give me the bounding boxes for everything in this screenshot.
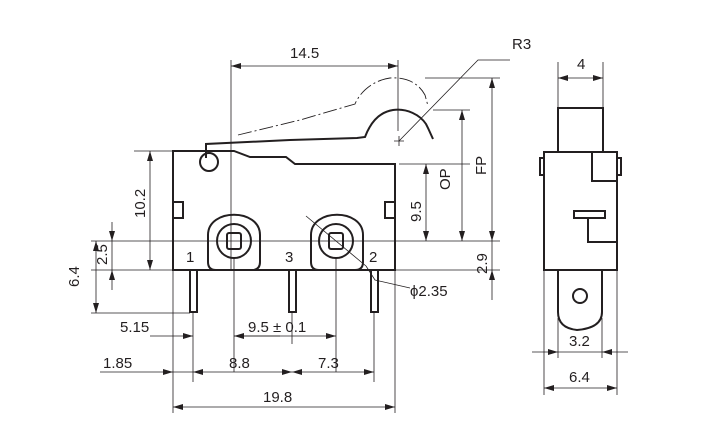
dim-2-9-label: 2.9: [474, 253, 491, 274]
dim-2-5-label: 2.5: [94, 244, 111, 265]
dimension-lines: [93, 63, 495, 410]
r3-leader: [398, 59, 510, 142]
dim-6-4-left-label: 6.4: [66, 266, 83, 287]
dim-6-4-side-label: 6.4: [569, 369, 590, 386]
dim-8-8-label: 8.8: [229, 355, 250, 372]
dim-9-5-tol-label: 9.5 ± 0.1: [248, 319, 306, 336]
front-view-body: [172, 150, 396, 271]
dim-10-2-label: 10.2: [132, 189, 149, 218]
dim-14-5-label: 14.5: [290, 45, 319, 62]
dim-19-8-label: 19.8: [263, 389, 292, 406]
dim-3-2-label: 3.2: [569, 333, 590, 350]
side-view-body: [539, 107, 622, 332]
front-terminals: [189, 270, 379, 313]
fp-label: FP: [473, 156, 490, 175]
terminal-3-label: 3: [285, 249, 293, 266]
dim-4-label: 4: [577, 56, 585, 73]
terminal-2-label: 2: [369, 249, 377, 266]
terminal-1-label: 1: [186, 249, 194, 266]
extension-lines: [91, 60, 500, 413]
actuator-lever-alternate: [237, 77, 429, 136]
dim-9-5-label: 9.5: [408, 201, 425, 222]
hole-diameter-label: ϕ2.35: [410, 283, 448, 300]
dim-1-85-label: 1.85: [103, 355, 132, 372]
dim-5-15-label: 5.15: [120, 319, 149, 336]
dim-7-3-label: 7.3: [318, 355, 339, 372]
actuator-lever: [199, 108, 434, 172]
op-label: OP: [437, 168, 454, 190]
side-view-dimensions: [532, 62, 628, 395]
r3-label: R3: [512, 36, 531, 53]
